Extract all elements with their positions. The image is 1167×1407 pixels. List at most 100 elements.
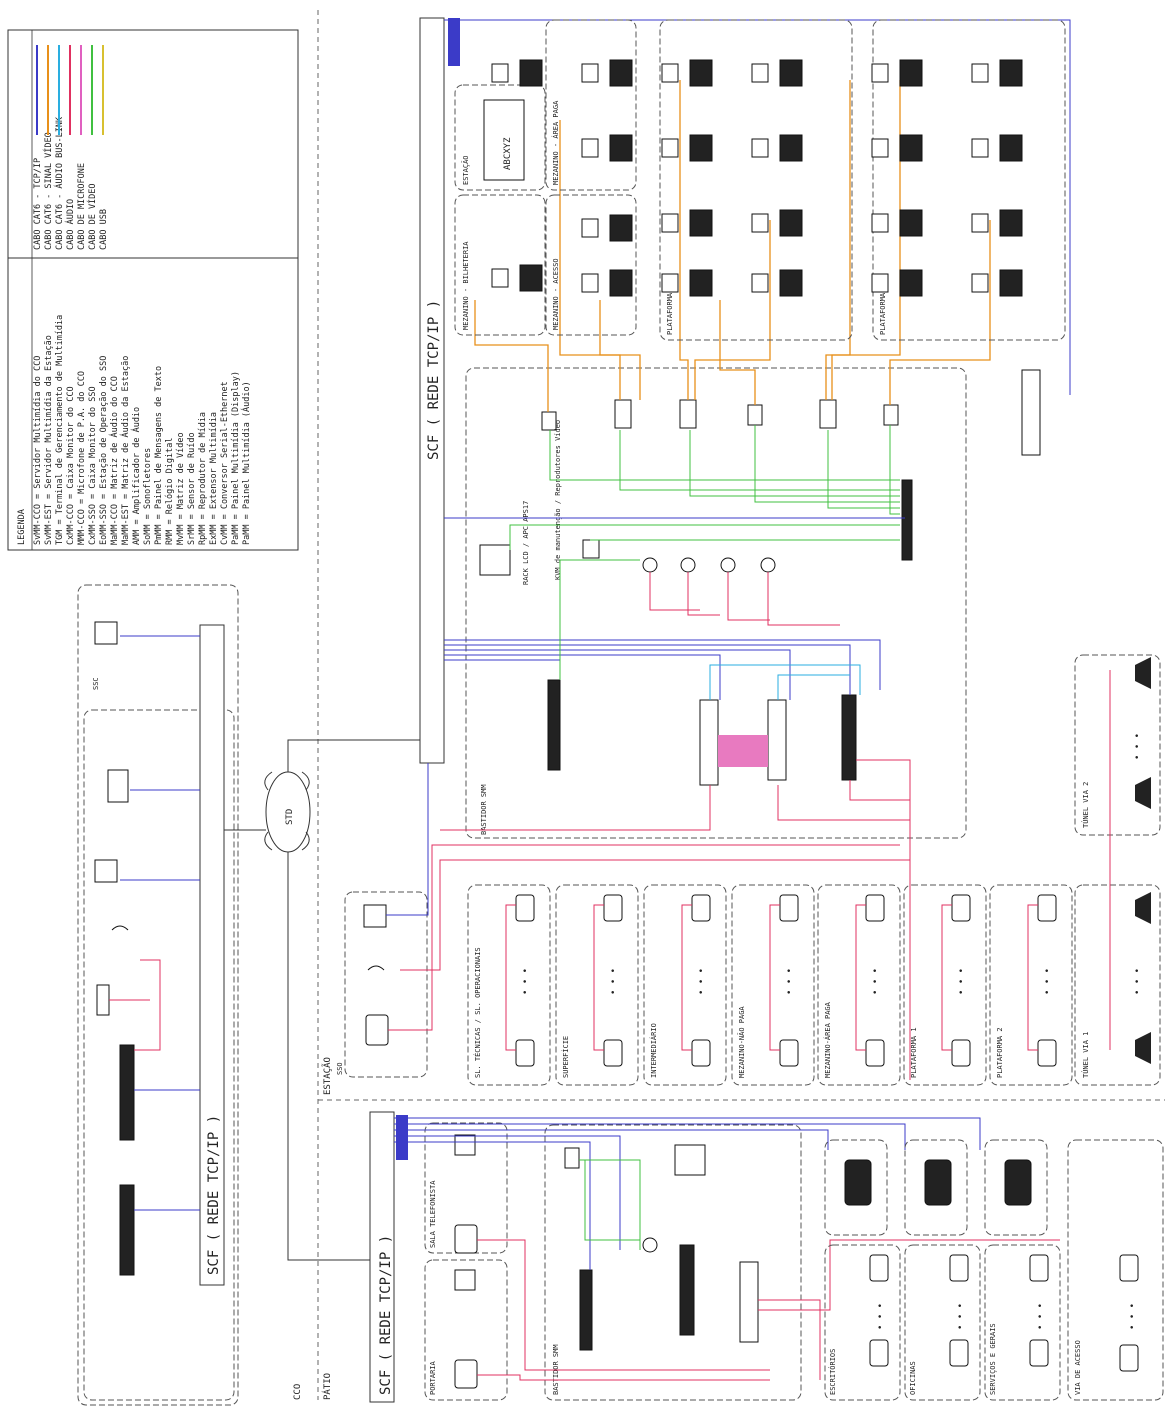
media-player-icon: [661, 63, 679, 83]
scf-top-bus: [419, 17, 445, 764]
audio-zone-box: [903, 884, 987, 1086]
legend-title: LEGENDA: [17, 509, 27, 545]
speaker-icon: [951, 1039, 971, 1067]
bastidor-estacao-label: BASTIDOR SMM: [480, 784, 488, 835]
cco-device-links: [120, 635, 200, 1211]
audio-zone-box: [731, 884, 815, 1086]
legend-entry: MaMM-CCO = Matriz de Áudio do CCO: [108, 376, 120, 545]
ellipsis: • • •: [1043, 968, 1053, 995]
bastidor-estacao-box: [465, 367, 967, 839]
bastidor-estacao-devices: [479, 399, 913, 786]
patio-zone-box: [904, 1244, 981, 1401]
speaker-icon: [691, 1039, 711, 1067]
legend-cable-label: CABO USB: [99, 209, 109, 250]
sso-audio-links: [388, 844, 910, 1031]
scf-top-label: SCF ( REDE TCP/IP ): [426, 300, 442, 460]
horn-speaker-icon: [1135, 892, 1151, 924]
clock-zone-box: [984, 1139, 1048, 1236]
top-panels: [454, 19, 1066, 341]
sso-tcp-link: [386, 763, 429, 916]
legend-entry: CxMM-SSO = Caixa Monitor do SSO: [88, 386, 98, 545]
patio-zone-label: ESCRITÓRIOS: [828, 1349, 837, 1395]
display-panel-icon: [689, 59, 713, 87]
speaker-icon: [949, 1254, 969, 1282]
patio-zone-box: [824, 1244, 901, 1401]
ellipsis: • • •: [609, 968, 619, 995]
panel-mezanino-acesso: MEZANINO - ACESSO: [552, 258, 560, 330]
display-panel-icon: [779, 134, 803, 162]
display-panel-icon: [999, 209, 1023, 237]
display-panel-icon: [899, 209, 923, 237]
bastidor-patio-box: [544, 1124, 802, 1401]
display-panel-icon: [519, 264, 543, 292]
legend-entry: MvMM = Matriz de Vídeo: [176, 432, 186, 545]
legend-entry: RMM = Relógio Digital: [164, 438, 175, 545]
audio-zone-label: TÚNEL VIA 2: [1081, 782, 1090, 828]
media-player-icon: [491, 63, 509, 83]
display-panel-icon: [999, 134, 1023, 162]
section-patio: PÁTIO: [321, 1373, 333, 1400]
media-player-icon: [871, 138, 889, 158]
display-panel-icon: [899, 134, 923, 162]
ellipsis: • • •: [871, 968, 881, 995]
patio-zones-group: ESCRITÓRIOS• • •OFICINAS• • •SERVIÇOS E …: [824, 1139, 1164, 1401]
speaker-icon: [1119, 1344, 1139, 1372]
ellipsis: • • •: [521, 968, 531, 995]
panel-mezanino-bilheteria: MEZANINO - BILHETERIA: [462, 241, 470, 330]
audio-zone-label: SUPERFÍCIE: [561, 1036, 570, 1078]
audio-zone-box: [467, 884, 551, 1086]
zone-sala-telefonista: SALA TELEFONISTA: [429, 1180, 437, 1248]
display-panel-icon: [999, 59, 1023, 87]
speaker-icon: [515, 1039, 535, 1067]
display-panel-icon: [689, 134, 713, 162]
cco-inner-box: [83, 709, 235, 1401]
legend-cable-label: CABO DE VÍDEO: [86, 183, 98, 250]
display-panel-icon: [899, 269, 923, 297]
media-player-icon: [751, 138, 769, 158]
digital-clock-icon: [844, 1159, 872, 1206]
panel-mezanino-area-paga: MEZANINO - ÁREA PAGA: [551, 100, 560, 185]
horn-speaker-icon: [1135, 777, 1151, 809]
audio-zone-box: [817, 884, 901, 1086]
legend-entry: SvMM-CCO = Servidor Multimídia do CCO: [33, 356, 43, 545]
digital-clock-icon: [1004, 1159, 1032, 1206]
panel-estacao: ESTAÇÃO: [461, 155, 470, 185]
legend-entry: PmMM = Painel de Mensagens de Texto: [154, 366, 164, 545]
zone-portaria: PORTARIA: [429, 1360, 437, 1395]
sso-box: [344, 891, 428, 1078]
legend-entry: PaMM = Painel Multimídia (Display): [231, 371, 241, 545]
audio-zone-label: PLATAFORMA 1: [910, 1027, 918, 1078]
legend-entry: CxMM-CCO = Caixa Monitor do CCO: [66, 386, 76, 545]
media-player-icon: [971, 63, 989, 83]
scf-cco-label: SCF ( REDE TCP/IP ): [206, 1115, 222, 1275]
audio-zone-label: PLATAFORMA 2: [996, 1027, 1004, 1078]
patio-video-links: [579, 1159, 641, 1250]
estacao-video-links: [509, 425, 900, 680]
message-display-text: ABCXYZ: [503, 137, 513, 170]
media-player-icon: [581, 138, 599, 158]
estacao-busl-links: [709, 664, 861, 700]
sso-label: SSO: [336, 1062, 344, 1075]
cco-devices: [94, 621, 135, 1276]
std-label: STD: [285, 809, 295, 825]
display-panel-icon: [689, 209, 713, 237]
display-panel-icon: [899, 59, 923, 87]
zone-audio-link: [681, 904, 692, 1051]
rack-label: RACK LCD / APC APS17: [522, 501, 530, 585]
media-player-icon: [581, 218, 599, 238]
horn-speaker-icon: [1135, 1032, 1151, 1064]
section-cco: CCO: [293, 1384, 303, 1400]
legend-cable-label: CABO DE MICROFONE: [77, 163, 87, 250]
media-player-icon: [751, 213, 769, 233]
media-player-icon: [871, 63, 889, 83]
patio-operator-devices: [454, 1134, 478, 1389]
media-player-icon: [971, 138, 989, 158]
scf-top-ports: [448, 18, 460, 66]
ellipsis: • • •: [1133, 968, 1143, 995]
clock-zone-box: [904, 1139, 968, 1236]
legend-entry: CvMM = Conversor Serial-Ethernet: [220, 381, 230, 545]
section-estacao: ESTAÇÃO: [322, 1057, 333, 1095]
display-panel-icon: [519, 59, 543, 87]
